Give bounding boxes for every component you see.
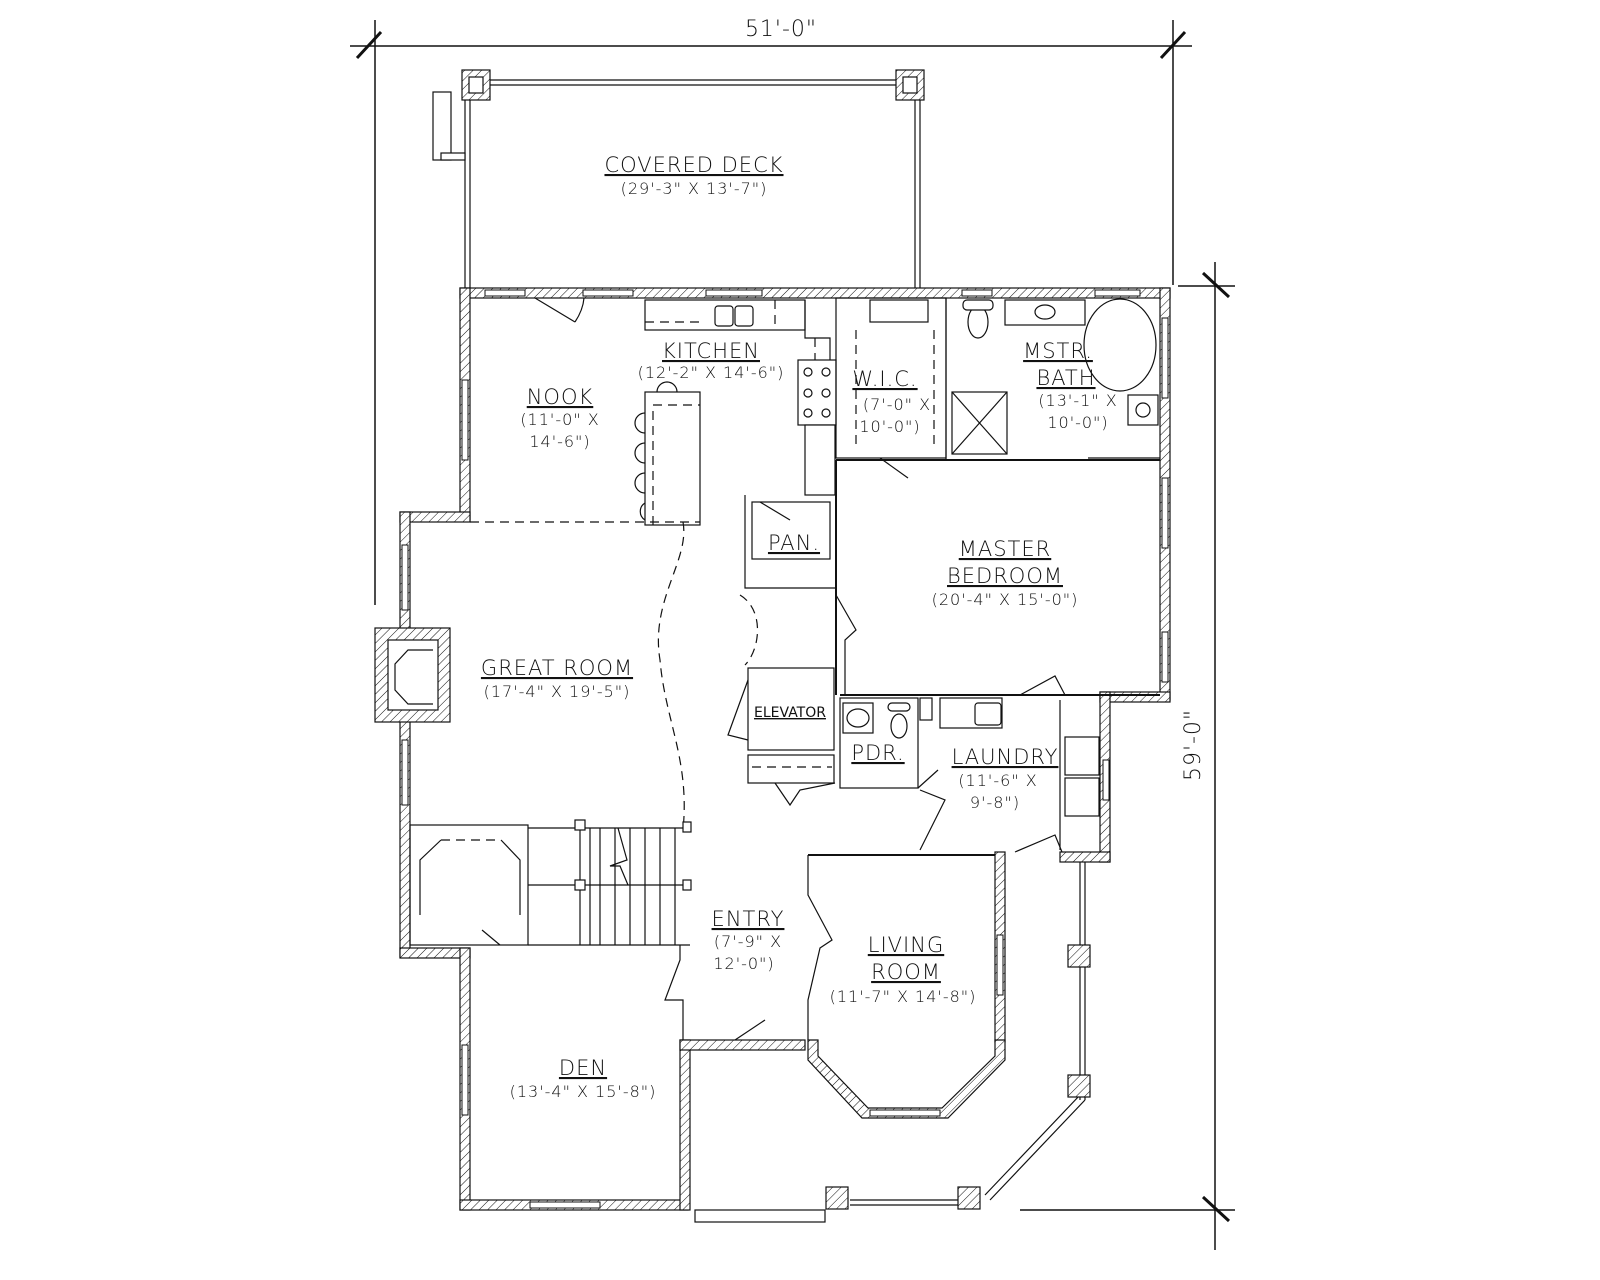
- overall-depth-label: 59'-0": [1181, 709, 1206, 781]
- windows: [401, 289, 1169, 1209]
- master-bedroom-label-line1: MASTER: [959, 537, 1052, 561]
- laundry-dims-line2: 9'-8"): [970, 793, 1020, 812]
- master-bedroom-label-line2: BEDROOM: [947, 564, 1063, 588]
- den-dims: (13'-4" X 15'-8"): [510, 1082, 657, 1101]
- stairs: [409, 819, 692, 946]
- front-porch: [694, 862, 1091, 1223]
- elevator: ELEVATOR: [727, 667, 836, 807]
- laundry-label: LAUNDRY: [952, 745, 1059, 769]
- den: DEN (13'-4" X 15'-8"): [510, 1056, 657, 1101]
- living-room-label-line1: LIVING: [868, 933, 944, 957]
- mstr-bath-dims-line2: 10'-0"): [1047, 413, 1108, 432]
- mstr-bath-label-line2: BATH: [1036, 366, 1095, 390]
- wic-dims-line1: (7'-0" X: [863, 395, 931, 414]
- overall-depth-dimension: 59'-0": [1020, 262, 1235, 1250]
- living-room: LIVING ROOM (11'-7" X 14'-8"): [807, 834, 1063, 1119]
- great-room: GREAT ROOM (17'-4" X 19'-5"): [470, 521, 759, 831]
- powder-room: PDR.: [839, 697, 939, 789]
- kitchen: KITCHEN (12'-2" X 14'-6"): [534, 297, 837, 526]
- wic-label: W.I.C.: [852, 367, 917, 391]
- kitchen-dims: (12'-2" X 14'-6"): [638, 363, 785, 382]
- laundry-dims-line1: (11'-6" X: [958, 771, 1037, 790]
- living-room-dims: (11'-7" X 14'-8"): [830, 987, 977, 1006]
- entry-dims-line1: (7'-9" X: [714, 932, 782, 951]
- elevator-label: ELEVATOR: [754, 705, 826, 721]
- living-room-label-line2: ROOM: [871, 960, 941, 984]
- master-bedroom: MASTER BEDROOM (20'-4" X 15'-0"): [835, 459, 1160, 696]
- covered-deck-label: COVERED DECK: [604, 153, 783, 177]
- laundry: LAUNDRY (11'-6" X 9'-8"): [919, 697, 1100, 851]
- wic-dims-line2: 10'-0"): [859, 417, 920, 436]
- overall-width-dimension: 51'-0": [350, 17, 1192, 605]
- entry-label: ENTRY: [712, 907, 785, 931]
- pantry-label: PAN.: [768, 531, 820, 555]
- overall-width-label: 51'-0": [745, 17, 817, 42]
- entry: ENTRY (7'-9" X 12'-0"): [664, 855, 833, 1041]
- great-room-dims: (17'-4" X 19'-5"): [484, 682, 631, 701]
- covered-deck: COVERED DECK (29'-3" X 13'-7"): [432, 69, 925, 290]
- walk-in-closet: W.I.C. (7'-0" X 10'-0"): [835, 297, 947, 479]
- pantry: PAN.: [744, 495, 836, 589]
- covered-deck-dims: (29'-3" X 13'-7"): [621, 179, 768, 198]
- den-label: DEN: [559, 1056, 607, 1080]
- nook-dims-line2: 14'-6"): [529, 432, 590, 451]
- mstr-bath-dims-line1: (13'-1" X: [1038, 391, 1117, 410]
- nook: NOOK (11'-0" X 14'-6"): [520, 385, 599, 451]
- great-room-label: GREAT ROOM: [481, 656, 633, 680]
- pdr-label: PDR.: [851, 741, 904, 765]
- master-bath: MSTR. BATH (13'-1" X 10'-0"): [951, 298, 1160, 459]
- kitchen-label: KITCHEN: [662, 339, 760, 363]
- mstr-bath-label-line1: MSTR.: [1023, 339, 1093, 363]
- nook-dims-line1: (11'-0" X: [520, 410, 599, 429]
- entry-dims-line2: 12'-0"): [713, 954, 774, 973]
- master-bedroom-dims: (20'-4" X 15'-0"): [932, 590, 1079, 609]
- nook-label: NOOK: [527, 385, 594, 409]
